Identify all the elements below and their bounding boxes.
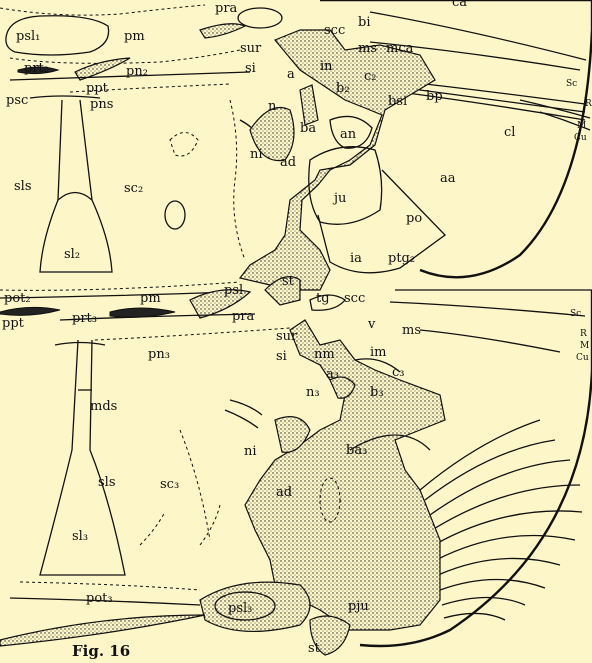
label-a-top: a: [287, 67, 295, 82]
label-pm-mid: pm: [140, 291, 161, 306]
vein-r-top: R: [585, 99, 592, 109]
vein-r-bot: R: [580, 329, 587, 339]
label-si-top: si: [245, 61, 256, 76]
label-c3: c₃: [392, 365, 405, 380]
label-ms-top: ms: [358, 41, 377, 56]
label-sc2: sc₂: [124, 181, 143, 196]
label-nm: nm: [314, 347, 335, 362]
label-ni-top: ni: [250, 147, 263, 162]
label-po: po: [406, 211, 422, 226]
label-bi: bi: [358, 15, 370, 30]
label-cl: cl: [504, 125, 515, 140]
label-ca: ca: [452, 0, 467, 10]
label-mca: mca: [386, 41, 414, 56]
label-pn3: pn₃: [148, 347, 170, 362]
label-prt2: prt₂: [24, 61, 49, 76]
vein-cu-bot: Cu: [576, 353, 589, 363]
label-si-mid: si: [276, 349, 287, 364]
label-ba3: ba₃: [346, 443, 367, 458]
label-pra-mid: pra: [232, 309, 255, 324]
vein-sc-bot: Sc: [570, 309, 581, 319]
label-ad-bot: ad: [276, 485, 292, 500]
label-n-top: n: [268, 99, 277, 114]
label-st-bot: st: [308, 641, 321, 656]
label-c2: c₂: [364, 69, 377, 84]
figure-caption: Fig. 16: [72, 642, 130, 660]
label-n3: n₃: [306, 385, 320, 400]
label-pns: pns: [90, 97, 113, 112]
label-sc3: sc₃: [160, 477, 179, 492]
label-pju: pju: [348, 599, 369, 614]
label-psl-mid: psl: [224, 283, 243, 298]
mesothorax-segment: [0, 0, 592, 290]
label-aa: aa: [440, 171, 456, 186]
label-im: im: [370, 345, 387, 360]
label-pm-top: pm: [124, 29, 145, 44]
label-pn2: pn₂: [126, 64, 148, 79]
label-mds: mds: [90, 399, 117, 414]
label-pot2: pot₂: [4, 291, 31, 306]
label-bsi: bsi: [388, 94, 407, 109]
label-ppt-mid: ppt: [2, 316, 25, 331]
label-sls-bot: sls: [98, 475, 116, 490]
vein-cu-top: Cu: [574, 133, 587, 143]
label-a3: a₃: [326, 367, 339, 382]
label-tg: tg: [316, 291, 330, 306]
label-in: in: [320, 59, 333, 74]
vein-sc-top: Sc: [566, 79, 577, 89]
label-ad-top: ad: [280, 155, 296, 170]
label-psl3: psl₃: [228, 601, 252, 616]
label-psl1: psl₁: [16, 29, 40, 44]
label-prt3: prt₃: [72, 311, 97, 326]
vein-m-bot: M: [580, 341, 589, 351]
label-pot3: pot₃: [86, 591, 113, 606]
label-bp: bp: [426, 89, 443, 104]
label-ni-bot: ni: [244, 444, 257, 459]
label-an: an: [340, 127, 357, 142]
label-sur-mid: sur: [276, 329, 298, 344]
label-st-mid: st: [282, 274, 295, 289]
label-ia: ia: [350, 251, 362, 266]
label-scc-top: scc: [324, 23, 345, 38]
label-ppt-top: ppt: [86, 81, 109, 96]
label-ju: ju: [332, 191, 346, 206]
label-b3: b₃: [370, 385, 384, 400]
label-psc: psc: [6, 93, 28, 108]
label-sl3: sl₃: [72, 529, 88, 544]
label-ba-top: ba: [300, 121, 316, 136]
label-pra-top: pra: [215, 1, 238, 16]
vein-m-top: M: [577, 121, 586, 131]
label-ptg2: ptg₂: [388, 251, 415, 266]
label-sl2: sl₂: [64, 247, 80, 262]
label-sls-top: sls: [14, 179, 32, 194]
label-scc-mid: scc: [344, 291, 365, 306]
label-sur-top: sur: [240, 41, 262, 56]
label-v: v: [367, 317, 376, 332]
label-b2: b₂: [336, 81, 350, 96]
label-ms-mid: ms: [402, 323, 421, 338]
